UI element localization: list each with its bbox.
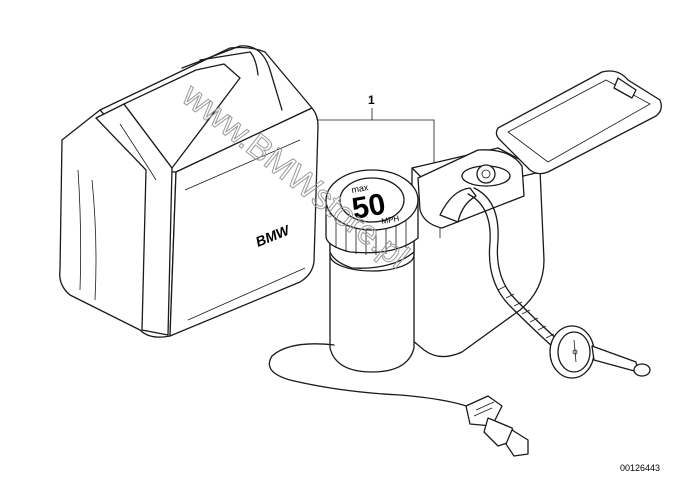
- pressure-gauge: [549, 325, 651, 379]
- gauge-unit-label: MPH: [381, 214, 400, 226]
- compressor-unit: [325, 70, 662, 373]
- callout-number: 1: [368, 93, 375, 107]
- power-cord: [268, 343, 529, 457]
- callout-leader: [318, 108, 435, 165]
- gauge-value-label: 50: [349, 188, 388, 226]
- gauge-max-label: max: [351, 182, 370, 195]
- diagram-id: 00126443: [620, 463, 660, 473]
- carry-bag: [59, 45, 319, 338]
- air-hose: [467, 187, 561, 349]
